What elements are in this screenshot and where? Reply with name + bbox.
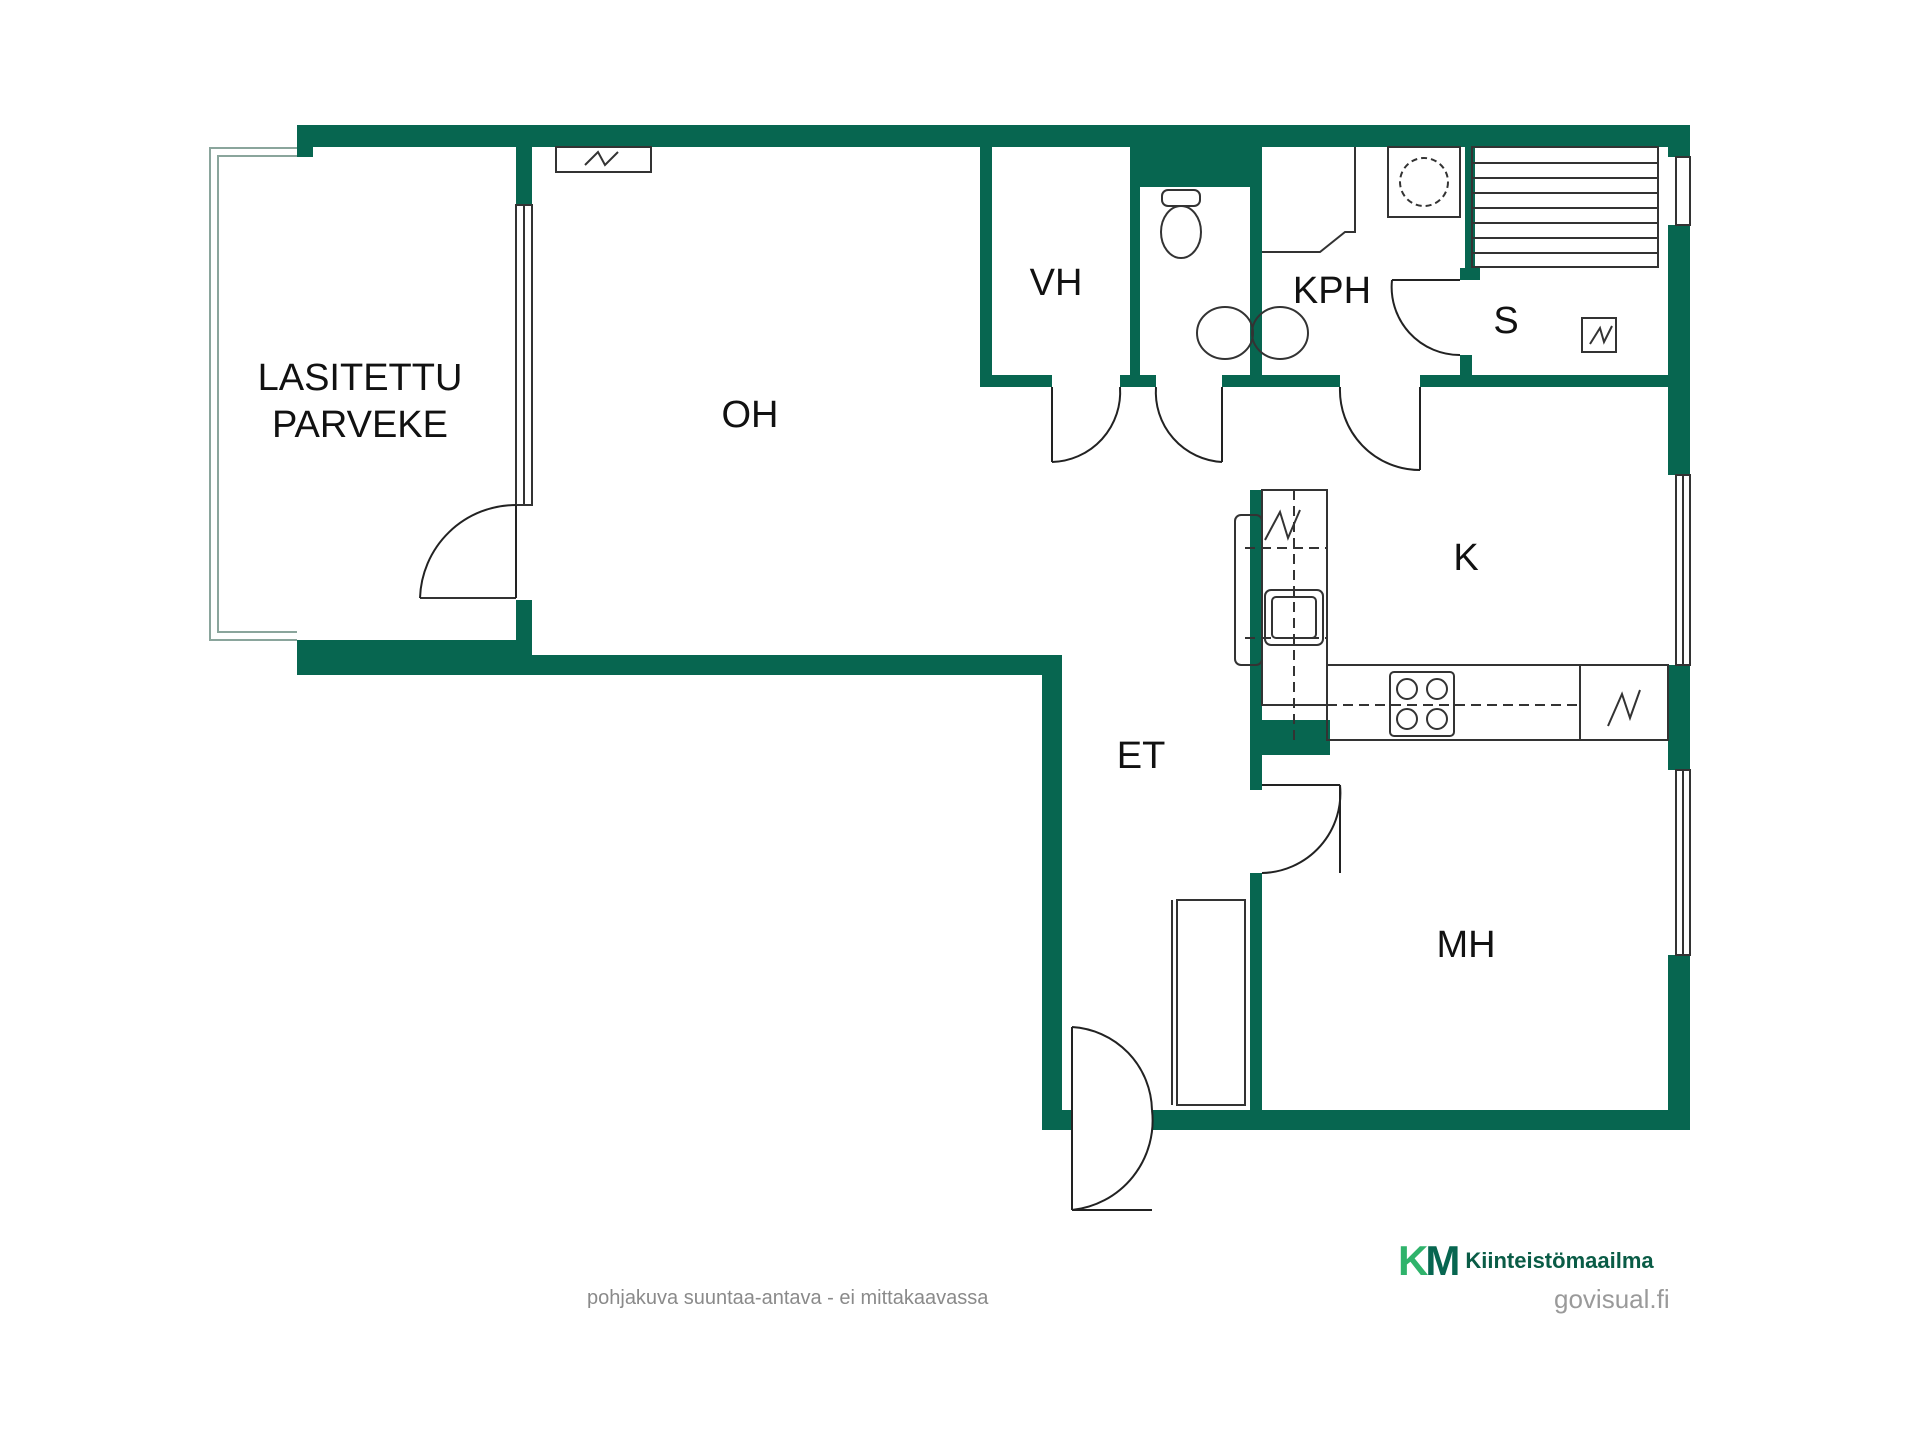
room-labels: LASITETTU PARVEKE OH VH KPH S K ET MH [258, 262, 1519, 966]
toilet-icon [1160, 189, 1202, 259]
room-label-kitchen: K [1453, 537, 1478, 579]
room-label-living: OH [722, 394, 779, 436]
room-label-hall: ET [1117, 735, 1166, 777]
logo-letter-m: M [1425, 1237, 1460, 1284]
kitchen-cabinet-lines [1245, 490, 1580, 740]
disclaimer-note: pohjakuva suuntaa-antava - ei mittakaava… [587, 1287, 989, 1309]
brand-name: Kiinteistömaailma [1465, 1248, 1654, 1273]
sauna-stove-icon [1399, 157, 1449, 207]
room-label-balcony-line1: LASITETTU [258, 357, 463, 399]
room-label-bathroom: KPH [1293, 270, 1371, 312]
sink-icon [1196, 306, 1324, 646]
room-label-bedroom: MH [1436, 924, 1495, 966]
sauna-bench-icon [1472, 162, 1658, 254]
logo-mark: KM [1398, 1237, 1460, 1284]
website-link[interactable]: govisual.fi [1554, 1284, 1670, 1314]
door-swing-icon [419, 279, 1461, 1211]
room-label-closet: VH [1030, 262, 1083, 304]
logo-letter-k: K [1398, 1237, 1428, 1284]
walls [297, 125, 1690, 1130]
stove-icon [1389, 671, 1455, 737]
brand-logo: KM Kiinteistömaailma [1398, 1240, 1654, 1282]
room-label-sauna: S [1493, 300, 1518, 342]
electric-heater-icon [584, 150, 1641, 727]
room-label-balcony-line2: PARVEKE [272, 404, 448, 446]
balcony-glazing [209, 147, 297, 641]
